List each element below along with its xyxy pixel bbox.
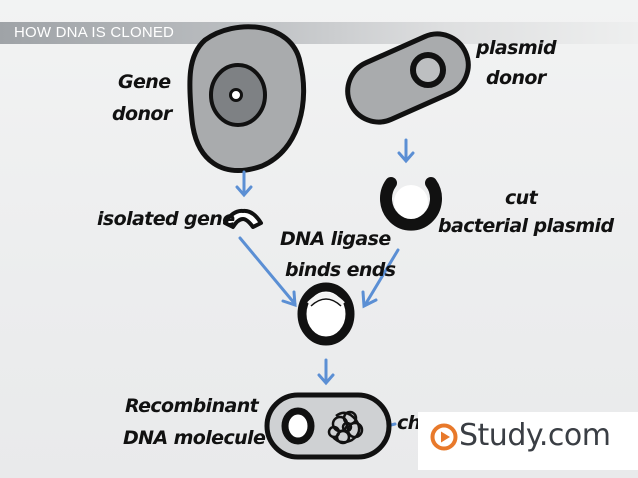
header-bar xyxy=(0,22,638,44)
slide-title: HOW DNA IS CLONED xyxy=(14,24,175,41)
cut-plasmid-label-line1: cut xyxy=(505,187,539,209)
gene-donor-label-line2: donor xyxy=(112,103,174,125)
gene-donor-nucleolus xyxy=(229,88,243,102)
arrow-plasmid-down xyxy=(397,138,415,164)
arrow-plasmid-to-ligase xyxy=(361,248,400,309)
plasmid-donor-bacterium xyxy=(345,31,471,125)
arrow-gene-to-ligase xyxy=(238,236,297,308)
plasmid-donor-label-line1: plasmid xyxy=(475,37,557,59)
cut-plasmid xyxy=(380,177,442,231)
isolated-gene-fragment xyxy=(223,208,263,229)
study-logo-icon xyxy=(430,423,458,451)
study-watermark-text: Study.com xyxy=(459,418,611,453)
ligated-gene-insert xyxy=(307,292,345,306)
dna-ligase-label-line2: binds ends xyxy=(285,259,396,281)
gene-donor-label-line1: Gene xyxy=(118,71,171,93)
arrow-ligase-down xyxy=(317,358,335,386)
cut-plasmid-label-line2: bacterial plasmid xyxy=(438,215,614,237)
bacterial-chromosome xyxy=(327,410,364,445)
chromosome-label-partial: ch xyxy=(397,412,421,434)
recombinant-label-line2: DNA molecule xyxy=(123,427,266,449)
dna-ligase-label-line1: DNA ligase xyxy=(280,228,391,250)
ligated-insert-edge xyxy=(310,298,342,307)
plasmid-donor-label-line2: donor xyxy=(486,67,548,89)
arrow-gene-down xyxy=(235,170,253,198)
recombinant-plasmid xyxy=(281,407,315,445)
isolated-gene-label: isolated gene xyxy=(97,208,235,230)
recombinant-label-line1: Recombinant xyxy=(125,395,260,417)
plasmid-donor-plasmid xyxy=(410,52,446,88)
cut-plasmid-gap xyxy=(394,185,428,219)
